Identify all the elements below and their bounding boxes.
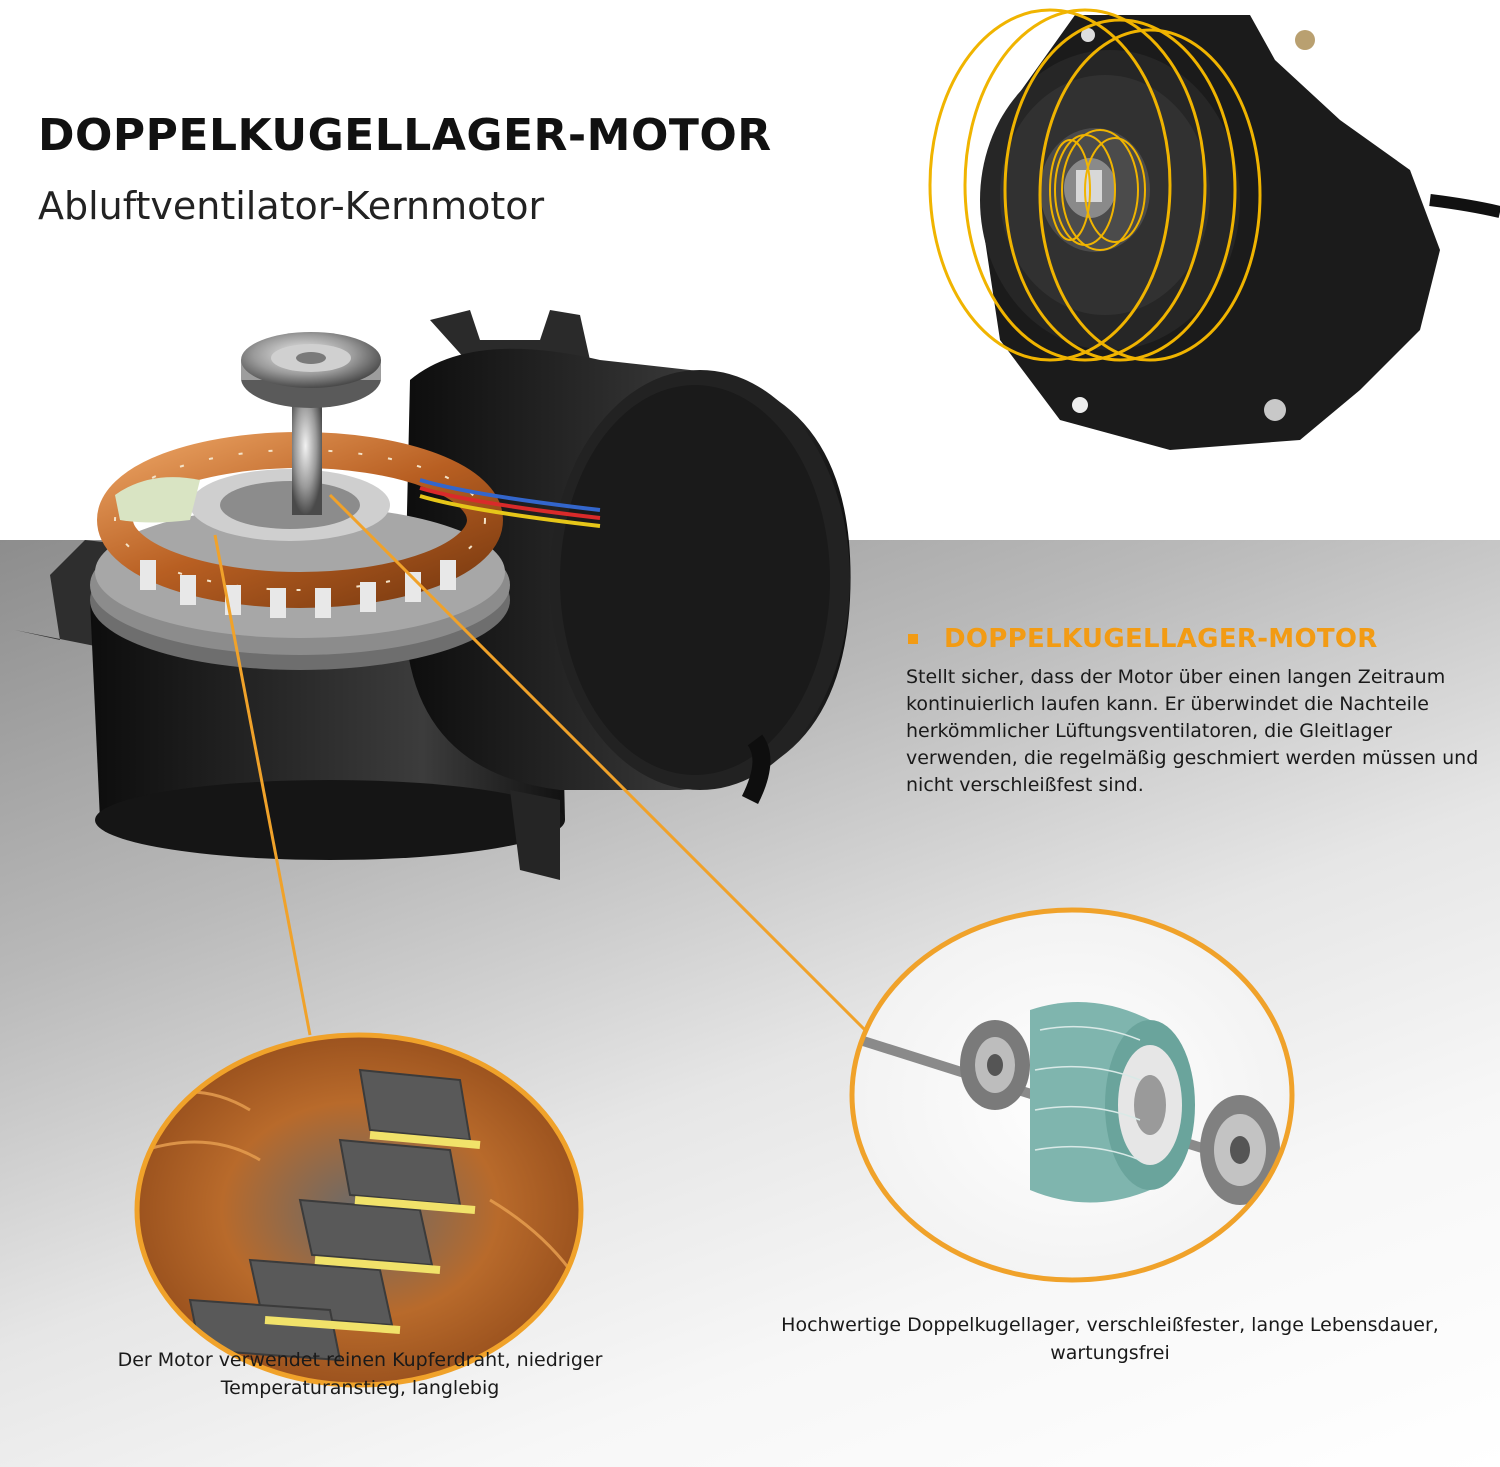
feature-block: DOPPELKUGELLAGER-MOTOR Stellt sicher, da…: [906, 624, 1500, 799]
feature-title: DOPPELKUGELLAGER-MOTOR: [944, 624, 1378, 654]
feature-description: Stellt sicher, dass der Motor über einen…: [906, 666, 1479, 796]
bullet-square-icon: [908, 634, 918, 644]
motor-rear-view-image: [928, 8, 1500, 450]
bearing-caption: Hochwertige Doppelkugellager, verschleiß…: [781, 1314, 1439, 1364]
copper-caption: Der Motor verwendet reinen Kupferdraht, …: [117, 1349, 603, 1399]
feature-heading: DOPPELKUGELLAGER-MOTOR: [906, 624, 1500, 654]
page-subtitle: Abluftventilator-Kernmotor: [38, 184, 545, 228]
ball-bearing-closeup-image: [849, 907, 1295, 1283]
copper-wire-closeup-image: [134, 1032, 584, 1388]
main-motor-image: [15, 310, 851, 880]
leader-line-bearing: [328, 493, 882, 1047]
page-title: DOPPELKUGELLAGER-MOTOR: [38, 110, 772, 161]
leader-line-copper: [213, 534, 312, 1036]
